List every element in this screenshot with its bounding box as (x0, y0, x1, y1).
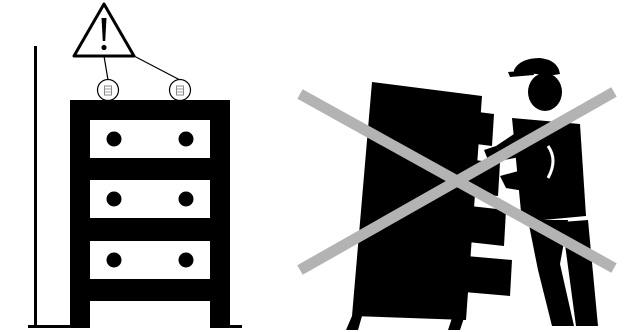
drawer-knob (178, 131, 194, 147)
warning-triangle-icon (72, 2, 136, 58)
drawer-knob (106, 131, 122, 147)
wall-anchor-icon (168, 78, 192, 102)
wall-anchor-icon (96, 78, 120, 102)
anchor-connector-line (103, 55, 109, 81)
drawer (90, 301, 210, 328)
drawer-knob (106, 252, 122, 268)
drawer-knob (106, 191, 122, 207)
tipping-cabinet-icon (346, 82, 512, 330)
drawer-knob (178, 252, 194, 268)
drawer-knob (178, 191, 194, 207)
anchor-connector-line (133, 55, 181, 81)
prohibited-cross-icon (297, 87, 617, 275)
wall-line (34, 46, 37, 328)
right-panel (297, 58, 617, 330)
drawer-cabinet-icon (70, 100, 230, 328)
left-panel (28, 2, 242, 328)
